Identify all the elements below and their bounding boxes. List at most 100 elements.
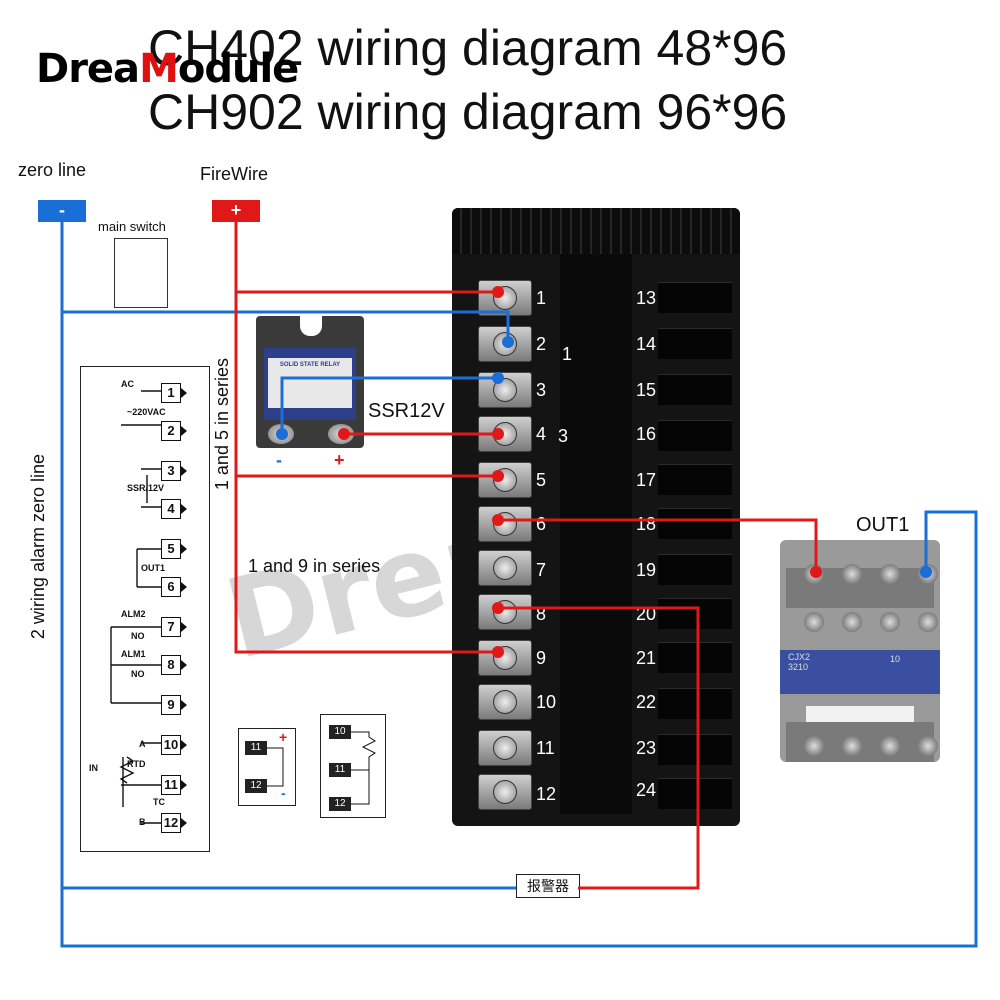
main-switch[interactable] bbox=[114, 238, 168, 308]
terminal-number: 23 bbox=[636, 738, 657, 758]
terminal-number: 12 bbox=[536, 784, 557, 804]
screw-terminal-11[interactable] bbox=[478, 730, 532, 766]
contactor-code: 3210 bbox=[788, 662, 809, 672]
brand-text-1: Drea bbox=[36, 46, 140, 92]
contactor-model: CJX2 bbox=[788, 652, 811, 662]
terminal-slot bbox=[658, 420, 732, 451]
main-switch-label: main switch bbox=[98, 219, 166, 234]
contactor-screw[interactable] bbox=[842, 612, 862, 632]
terminal-slot bbox=[658, 688, 732, 719]
terminal-number: 19 bbox=[636, 560, 657, 580]
terminal-number: 9 bbox=[536, 648, 547, 668]
ssr-label: SSR12V bbox=[368, 400, 445, 422]
controller-inner-panel bbox=[560, 254, 632, 814]
terminal-number: 22 bbox=[636, 692, 657, 712]
screw-terminal-6[interactable] bbox=[478, 506, 532, 542]
mini-diagram-current-input: 11 12 + - bbox=[238, 728, 296, 806]
screw-terminal-1[interactable] bbox=[478, 280, 532, 316]
zero-line-label: zero line bbox=[18, 160, 87, 180]
screw-terminal-12[interactable] bbox=[478, 774, 532, 810]
terminal-number: 14 bbox=[636, 334, 657, 354]
contactor-rating: 10 bbox=[890, 654, 901, 664]
terminal-slot bbox=[658, 554, 732, 585]
contactor-screw[interactable] bbox=[880, 736, 900, 756]
title-line-2: CH902 wiring diagram 96*96 bbox=[148, 84, 788, 140]
alarm-zero-line-label: 2 wiring alarm zero line bbox=[28, 454, 48, 640]
screw-terminal-8[interactable] bbox=[478, 594, 532, 630]
contactor-screw[interactable] bbox=[842, 736, 862, 756]
mini-diagram-rtd: 10 11 12 bbox=[320, 714, 386, 818]
contactor-screw[interactable] bbox=[804, 612, 824, 632]
screw-terminal-10[interactable] bbox=[478, 684, 532, 720]
terminal-number: 8 bbox=[536, 604, 547, 624]
screw-terminal-7[interactable] bbox=[478, 550, 532, 586]
panel-pin-3: 3 bbox=[161, 461, 187, 481]
terminal-number: 16 bbox=[636, 424, 657, 444]
firewire-label: FireWire bbox=[200, 164, 268, 184]
panel-schematic-lines bbox=[110, 390, 161, 824]
screw-terminal-5[interactable] bbox=[478, 462, 532, 498]
controller-vent bbox=[452, 208, 740, 254]
terminal-number: 1 bbox=[536, 288, 547, 308]
terminal-number: 21 bbox=[636, 648, 657, 668]
panel-pin-1: 1 bbox=[161, 383, 187, 403]
ssr-mount-hole bbox=[300, 316, 322, 336]
solid-state-relay: SOLID STATE RELAY bbox=[256, 316, 364, 448]
ssr-face-label: SOLID STATE RELAY bbox=[268, 358, 352, 408]
contactor-screw[interactable] bbox=[804, 736, 824, 756]
contactor-screw[interactable] bbox=[918, 736, 938, 756]
contactor-screw[interactable] bbox=[804, 564, 824, 584]
terminal-slot bbox=[658, 734, 732, 765]
terminal-number: 18 bbox=[636, 514, 657, 534]
title-line-1: CH402 wiring diagram 48*96 bbox=[148, 20, 788, 76]
screw-terminal-4[interactable] bbox=[478, 416, 532, 452]
ssr-terminal-plus[interactable] bbox=[328, 424, 354, 444]
terminal-number: 3 bbox=[536, 380, 547, 400]
terminal-slot bbox=[658, 282, 732, 313]
brand-logo: DreaModule bbox=[36, 46, 299, 92]
brand-text-2: odule bbox=[177, 46, 299, 92]
contactor-screw[interactable] bbox=[880, 612, 900, 632]
terminal-number: 10 bbox=[536, 692, 557, 712]
pin-note: 1 bbox=[562, 344, 573, 364]
contactor-screw[interactable] bbox=[918, 612, 938, 632]
screw-terminal-9[interactable] bbox=[478, 640, 532, 676]
panel-pin-5: 5 bbox=[161, 539, 187, 559]
terminal-slot bbox=[658, 328, 732, 359]
ssr-plus-label: + bbox=[334, 450, 345, 470]
pinout-schematic-panel: AC ~220VAC SSR/12V OUT1 ALM2 NO ALM1 NO … bbox=[80, 366, 210, 852]
terminal-number: 24 bbox=[636, 780, 657, 800]
terminal-slot bbox=[658, 508, 732, 539]
panel-pin-2: 2 bbox=[161, 421, 187, 441]
contactor-screw[interactable] bbox=[842, 564, 862, 584]
panel-pin-12: 12 bbox=[161, 813, 187, 833]
terminal-number: 17 bbox=[636, 470, 657, 490]
pin-note: 3 bbox=[558, 426, 569, 446]
terminal-number: 20 bbox=[636, 604, 657, 624]
terminal-slot bbox=[658, 598, 732, 629]
terminal-slot bbox=[658, 374, 732, 405]
firewire-terminal: + bbox=[212, 200, 260, 222]
screw-terminal-3[interactable] bbox=[478, 372, 532, 408]
zero-line-terminal: - bbox=[38, 200, 86, 222]
contactor-screw[interactable] bbox=[918, 564, 938, 584]
ssr-minus-label: - bbox=[276, 450, 282, 470]
terminal-number: 2 bbox=[536, 334, 547, 354]
terminal-number: 7 bbox=[536, 560, 547, 580]
out1-label: OUT1 bbox=[856, 514, 910, 536]
contactor-screw[interactable] bbox=[880, 564, 900, 584]
mini-lines bbox=[267, 747, 284, 787]
brand-text-m: M bbox=[139, 46, 179, 92]
panel-pin-7: 7 bbox=[161, 617, 187, 637]
panel-pin-9: 9 bbox=[161, 695, 187, 715]
terminal-number: 13 bbox=[636, 288, 657, 308]
series-1-9-label: 1 and 9 in series bbox=[248, 556, 381, 576]
terminal-number: 6 bbox=[536, 514, 547, 534]
ssr-terminal-minus[interactable] bbox=[268, 424, 294, 444]
screw-terminal-2[interactable] bbox=[478, 326, 532, 362]
panel-pin-8: 8 bbox=[161, 655, 187, 675]
terminal-number: 15 bbox=[636, 380, 657, 400]
contactor-label-band: CJX2 3210 10 bbox=[780, 650, 940, 694]
terminal-slot bbox=[658, 778, 732, 809]
ssr-face-text: SOLID STATE RELAY bbox=[279, 362, 341, 368]
